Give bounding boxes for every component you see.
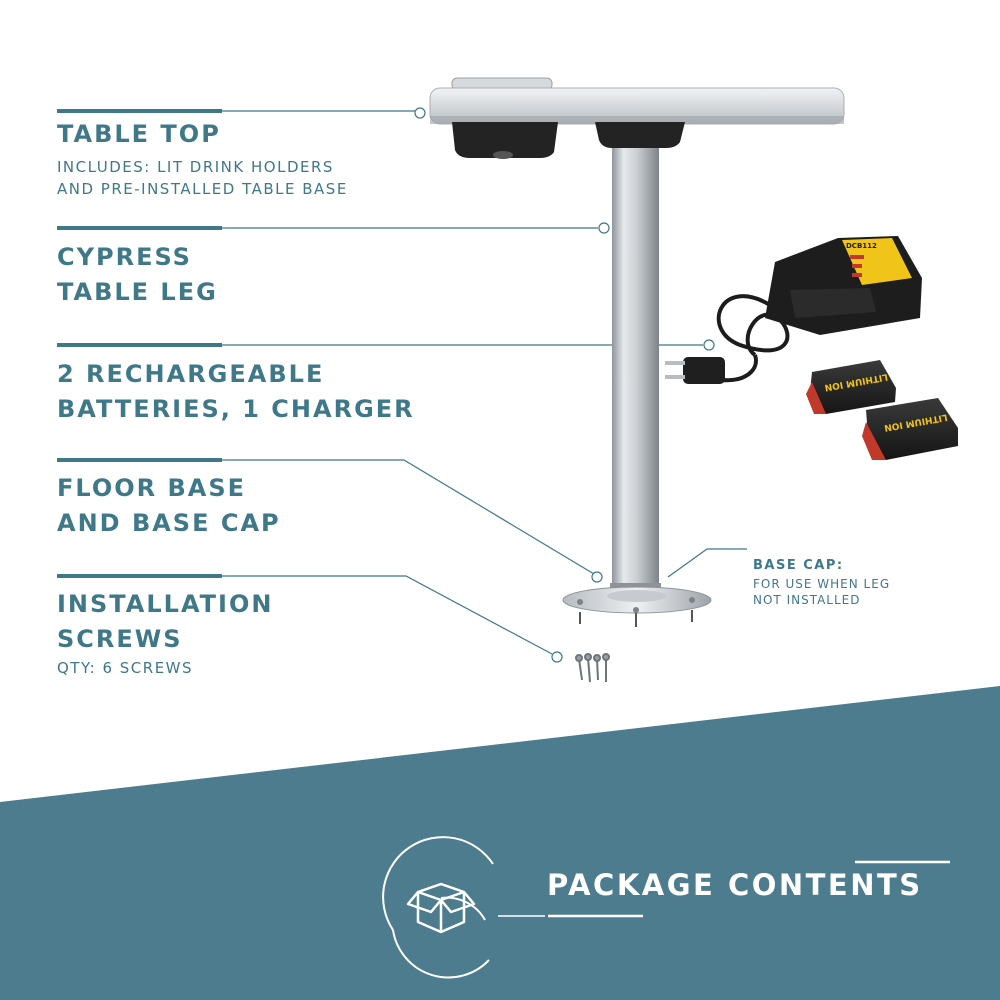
callout-floor-base-title: FLOOR BASE AND BASE CAP [57, 474, 281, 537]
table-leg [610, 140, 661, 593]
installation-screws [575, 653, 610, 683]
callout-screws-title: INSTALLATION SCREWS [57, 590, 274, 653]
base-cap-note: FOR USE WHEN LEG NOT INSTALLED [753, 577, 891, 607]
callout-table-top-title: TABLE TOP [57, 120, 221, 148]
teal-banner [0, 686, 1000, 1000]
package-contents-title: PACKAGE CONTENTS [547, 868, 923, 902]
callout-screws-subtitle: QTY: 6 SCREWS [57, 659, 194, 677]
callout-table-top-subtitle: INCLUDES: LIT DRINK HOLDERS AND PRE-INST… [57, 158, 348, 198]
charger-model-label: DCB112 [846, 242, 877, 250]
callout-batteries-title: 2 RECHARGEABLE BATTERIES, 1 CHARGER [57, 360, 415, 423]
callout-lines [57, 107, 747, 663]
battery-charger: DCB112 [665, 236, 922, 384]
table-top [429, 77, 845, 159]
floor-base [562, 586, 712, 627]
battery-pack-2: LITHIUM ION [862, 398, 958, 460]
battery-pack-1: LITHIUM ION [806, 360, 896, 414]
banner-rules [548, 860, 950, 918]
open-box-icon [382, 836, 545, 979]
callout-table-leg-title: CYPRESS TABLE LEG [57, 243, 218, 306]
base-cap-title: BASE CAP: [753, 558, 844, 573]
